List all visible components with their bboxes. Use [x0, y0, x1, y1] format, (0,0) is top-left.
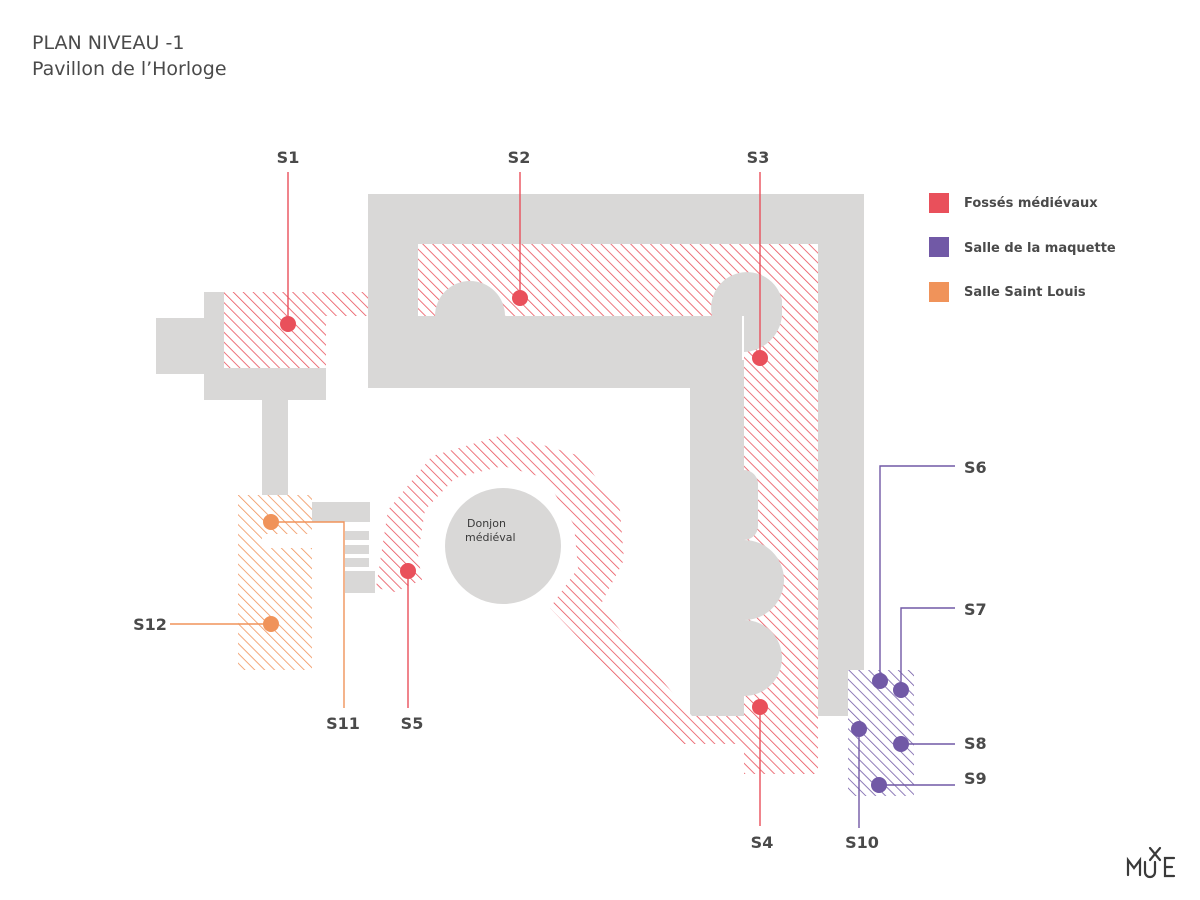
legend: Fossés médiévaux Salle de la maquette Sa…: [929, 193, 1116, 302]
point-s10[interactable]: [851, 721, 867, 737]
label-s11: S11: [326, 714, 360, 733]
label-s12: S12: [133, 615, 167, 634]
label-s5: S5: [401, 714, 424, 733]
leader-lines: [170, 172, 955, 828]
label-s8: S8: [964, 734, 987, 753]
legend-label-maquette: Salle de la maquette: [964, 241, 1116, 256]
point-s5[interactable]: [400, 563, 416, 579]
building-structure: [156, 194, 864, 716]
muxe-logo: [1126, 846, 1176, 879]
legend-label-saint-louis: Salle Saint Louis: [964, 285, 1086, 300]
label-s6: S6: [964, 458, 987, 477]
point-s1[interactable]: [280, 316, 296, 332]
label-s7: S7: [964, 600, 987, 619]
plan-subtitle: Pavillon de l’Horloge: [32, 58, 227, 80]
label-s1: S1: [277, 148, 300, 167]
donjon-label-line2: médiéval: [465, 531, 516, 544]
point-s4[interactable]: [752, 699, 768, 715]
legend-swatch-saint-louis: [929, 282, 949, 302]
label-s4: S4: [751, 833, 774, 852]
point-s7[interactable]: [893, 682, 909, 698]
point-labels: S1 S2 S3 S4 S5 S6 S7 S8 S9 S10 S11 S12: [133, 148, 987, 852]
point-s9[interactable]: [871, 777, 887, 793]
legend-swatch-fosses: [929, 193, 949, 213]
legend-swatch-maquette: [929, 237, 949, 257]
point-s6[interactable]: [872, 673, 888, 689]
donjon-tower: [445, 488, 561, 604]
label-s2: S2: [508, 148, 531, 167]
saint-louis-gap: [262, 534, 312, 548]
point-s8[interactable]: [893, 736, 909, 752]
point-s2[interactable]: [512, 290, 528, 306]
point-s11[interactable]: [263, 514, 279, 530]
moat-bastions: [435, 272, 784, 696]
point-s12[interactable]: [263, 616, 279, 632]
donjon-label-line1: Donjon: [467, 517, 506, 530]
label-s3: S3: [747, 148, 770, 167]
point-s3[interactable]: [752, 350, 768, 366]
label-s10: S10: [845, 833, 879, 852]
label-s9: S9: [964, 769, 987, 788]
plan-title-block: PLAN NIVEAU -1 Pavillon de l’Horloge: [32, 30, 227, 82]
legend-label-fosses: Fossés médiévaux: [964, 196, 1098, 211]
observation-points: [263, 290, 909, 793]
plan-title: PLAN NIVEAU -1: [32, 32, 185, 54]
